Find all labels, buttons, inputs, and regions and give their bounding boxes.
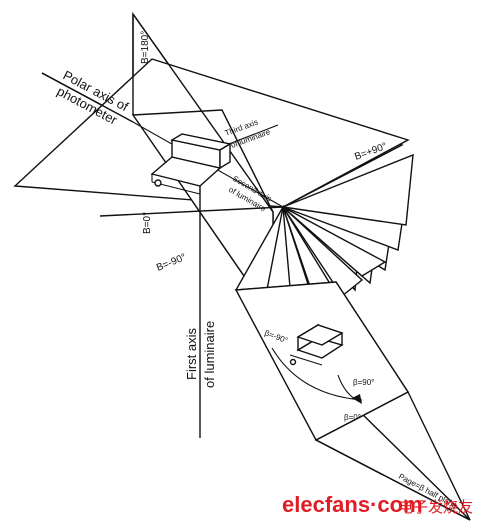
label-beta-0: β=0° — [344, 413, 361, 422]
luminaire-beta — [289, 323, 344, 366]
watermark-brand: elecfans·com — [282, 492, 423, 517]
label-bminus90: B=-90° — [155, 252, 188, 274]
polar-axis-front — [41, 72, 134, 123]
second-axis-line — [99, 206, 284, 217]
fan-lower-5 — [282, 206, 364, 298]
beta-arrow-head — [352, 394, 362, 404]
fan-plane-6 — [280, 153, 414, 226]
label-first-axis-1: First axis — [184, 328, 199, 381]
luminaire-main — [150, 133, 232, 195]
beta-plane-tail-2 — [407, 391, 471, 521]
beta-half-plane-main — [234, 281, 410, 441]
beta-arc-outer — [271, 347, 363, 401]
label-first-axis-2: of luminaire — [202, 321, 217, 388]
label-b0: B=0° — [142, 212, 153, 234]
label-beta-plus90: β=90° — [353, 378, 374, 387]
beta-plane-tail-1 — [315, 439, 471, 521]
watermark-logo: elecfans·com 电子发烧友 — [282, 492, 473, 517]
label-b180: B=180° — [140, 31, 151, 64]
fan-lower-6 — [282, 206, 387, 277]
watermark-cn: 电子发烧友 — [398, 498, 473, 516]
vertical-plane-top — [132, 13, 274, 213]
